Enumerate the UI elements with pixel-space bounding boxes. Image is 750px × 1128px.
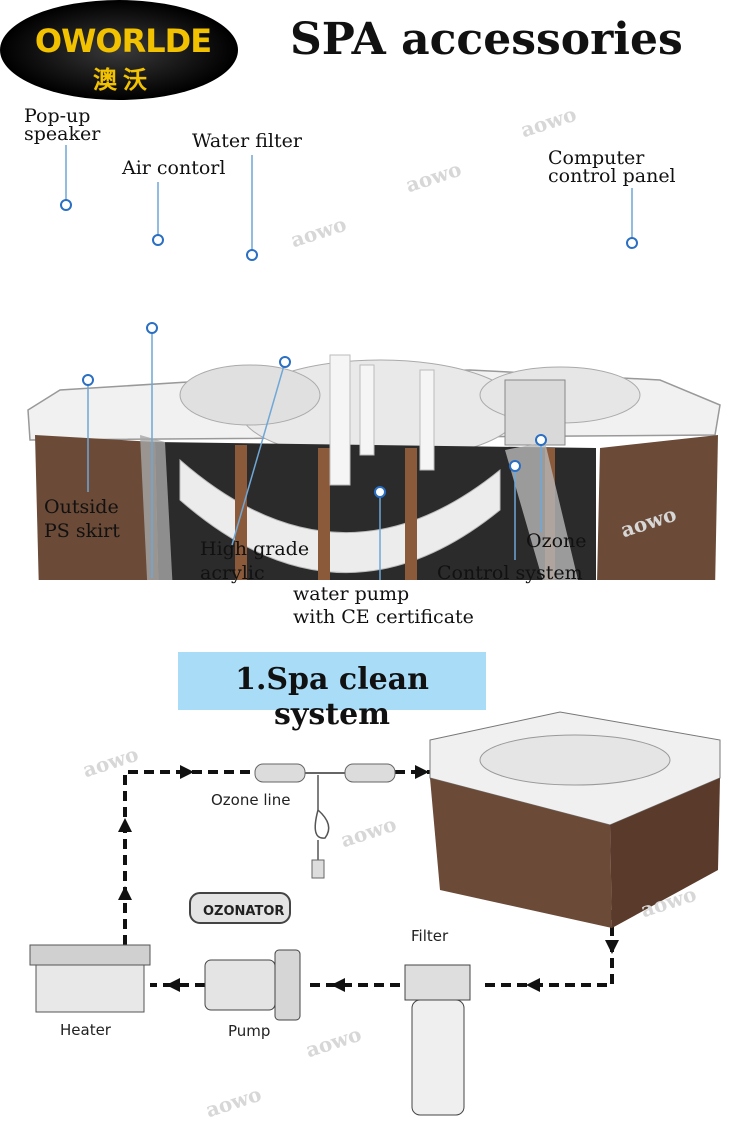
label-outside-skirt-line2: PS skirt — [44, 520, 120, 542]
diagram-label-heater: Heater — [60, 1021, 111, 1039]
diagram-label-ozonator: OZONATOR — [203, 904, 285, 919]
label-air-control: Air contorl — [122, 157, 226, 179]
brand-name-en: OWORLDE — [34, 22, 212, 60]
label-computer-panel-line2: control panel — [548, 165, 676, 187]
label-popup-speaker-line1: Pop-up — [24, 105, 91, 127]
diagram-label-pump: Pump — [228, 1022, 271, 1040]
brand-name-cn: 澳沃 — [93, 66, 153, 94]
section-header-box — [178, 652, 486, 710]
brand-logo — [0, 0, 238, 100]
label-control-system: Control system — [437, 562, 583, 584]
label-popup-speaker-line2: speaker — [24, 123, 101, 145]
label-acrylic-line1: High grade — [200, 538, 310, 560]
clean-system-diagram — [29, 711, 721, 1116]
label-acrylic-line2: acrylic — [200, 562, 265, 584]
label-ozone: Ozone — [526, 530, 587, 552]
diagram-label-filter: Filter — [411, 927, 449, 945]
diagram-label-ozone-line: Ozone line — [211, 791, 291, 809]
section-title: 1.Spa clean system — [235, 662, 429, 732]
page-title: SPA accessories — [290, 14, 683, 65]
label-outside-skirt-line1: Outside — [44, 496, 119, 518]
label-pump-line2: with CE certificate — [293, 606, 474, 628]
label-pump-line1: water pump — [293, 583, 410, 605]
label-computer-panel-line1: Computer — [548, 147, 645, 169]
label-water-filter: Water filter — [192, 130, 302, 152]
hot-tub-cutaway-illustration — [27, 354, 721, 580]
callout-lines — [60, 145, 638, 580]
